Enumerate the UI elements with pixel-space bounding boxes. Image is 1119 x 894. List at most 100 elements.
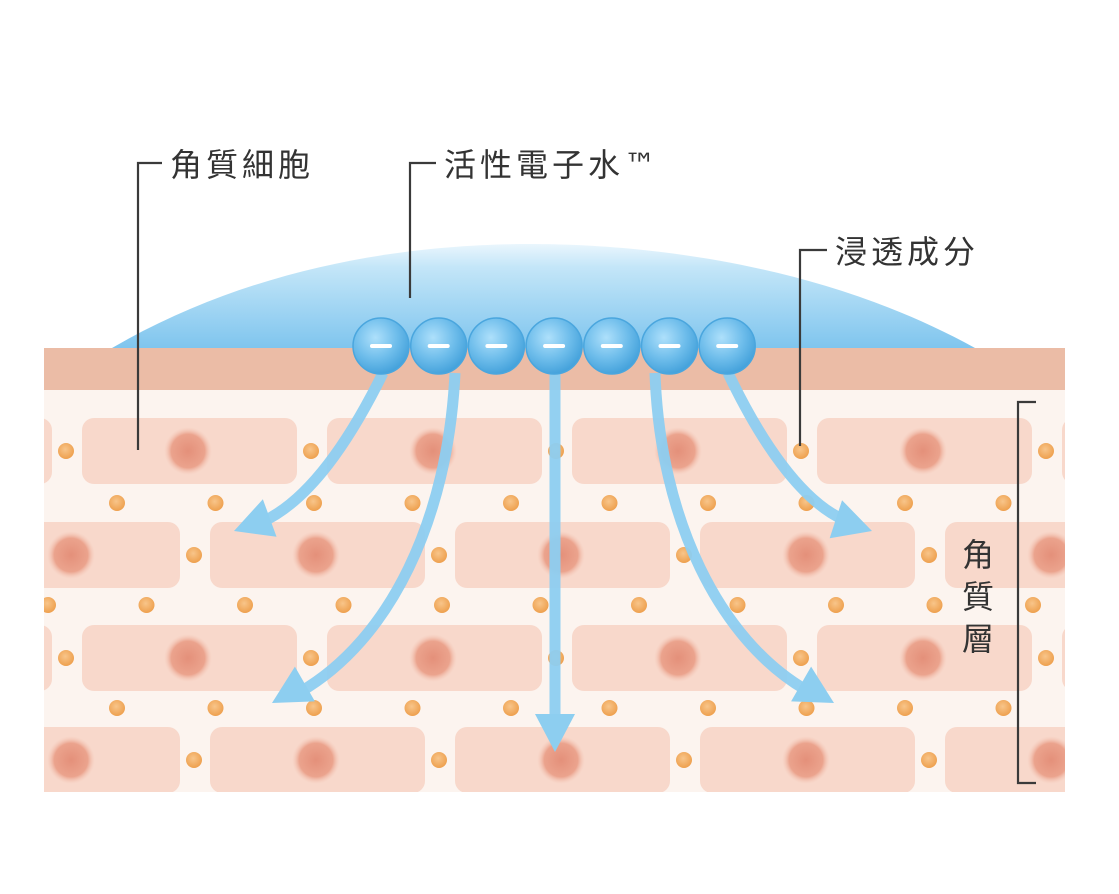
ingredient-dot xyxy=(138,597,155,613)
cell-nucleus xyxy=(782,736,830,784)
cell-nucleus xyxy=(1027,531,1065,579)
minus-sign xyxy=(658,344,681,348)
corneocyte-cell xyxy=(44,625,52,691)
minus-sign xyxy=(600,344,623,348)
ingredient-dot xyxy=(793,443,809,459)
penetration-arrow-icon xyxy=(723,370,872,539)
ingredient-dot xyxy=(601,495,618,511)
ingredient-dot xyxy=(897,495,913,511)
penetration-arrow-icon xyxy=(272,372,461,703)
ingredient-dot xyxy=(109,700,125,716)
corneocyte-cell xyxy=(44,727,180,792)
corneocyte-cell xyxy=(1062,629,1065,687)
cell-nucleus xyxy=(537,531,585,579)
label-stratum-corneum-2: 質 xyxy=(962,578,994,616)
cell-nucleus xyxy=(409,634,457,682)
ingredient-dot xyxy=(1038,650,1054,666)
ingredient-dot xyxy=(58,443,74,459)
cell-nucleus xyxy=(654,634,702,682)
ingredient-dot xyxy=(532,597,549,613)
leader-line-electron-water xyxy=(408,161,436,298)
ingredient-dot xyxy=(503,495,519,511)
penetration-arrow-icon xyxy=(234,370,388,537)
label-corneocyte: 角質細胞 xyxy=(170,146,314,184)
ingredient-dot xyxy=(798,700,815,716)
corneocyte-cell xyxy=(945,727,1065,792)
corneocyte-cell xyxy=(817,625,1032,691)
negative-charge-sphere-icon xyxy=(467,317,526,375)
negative-charge-sphere-icon xyxy=(409,317,468,375)
ingredient-dot xyxy=(303,443,319,459)
ingredient-dot xyxy=(1038,443,1054,459)
ingredient-dot xyxy=(306,700,322,716)
ingredient-dot xyxy=(921,752,937,768)
ingredient-dot xyxy=(207,495,224,511)
penetration-arrow-icon xyxy=(649,372,834,703)
corneocyte-cell xyxy=(82,418,297,484)
cell-nucleus xyxy=(537,736,585,784)
electron-particles xyxy=(352,317,756,375)
cell-nucleus xyxy=(164,634,212,682)
bracket-stratum-corneum xyxy=(1016,400,1036,785)
corneocyte-cell xyxy=(455,522,670,588)
corneocyte-cell xyxy=(700,522,915,588)
ingredient-dots xyxy=(44,443,1054,768)
ingredient-dot xyxy=(503,700,519,716)
ingredient-dot xyxy=(303,650,319,666)
corneocyte-cell xyxy=(210,522,425,588)
ingredient-dot xyxy=(676,752,692,768)
cell-nucleus xyxy=(292,736,340,784)
corneocyte-cells xyxy=(44,418,1065,792)
ingredient-dot xyxy=(58,650,74,666)
corneocyte-cell xyxy=(455,727,670,792)
corneocyte-cell xyxy=(82,625,297,691)
ingredient-dot xyxy=(897,700,913,716)
cell-nucleus xyxy=(899,634,947,682)
corneocyte-cell xyxy=(44,418,52,484)
ingredient-dot xyxy=(404,700,421,716)
ingredient-dot xyxy=(237,597,253,613)
penetration-arrow-icon xyxy=(535,373,575,752)
ingredient-dot xyxy=(404,495,421,511)
ingredient-dot xyxy=(700,495,716,511)
ingredient-dot xyxy=(431,547,447,563)
ingredient-dot xyxy=(186,547,202,563)
ingredient-dot xyxy=(601,700,618,716)
ingredient-dot xyxy=(921,547,937,563)
cell-nucleus xyxy=(782,531,830,579)
negative-charge-sphere-icon xyxy=(352,317,410,375)
electron-water-dome xyxy=(112,244,975,348)
negative-charge-sphere-icon xyxy=(698,317,756,375)
minus-sign xyxy=(543,344,566,348)
corneocyte-cell xyxy=(945,522,1065,588)
ingredient-dot xyxy=(700,700,716,716)
negative-charge-sphere-icon xyxy=(583,317,641,375)
ingredient-dot xyxy=(1025,597,1041,613)
cell-nucleus xyxy=(164,427,212,475)
cell-nucleus xyxy=(47,531,95,579)
cell-nucleus xyxy=(899,427,947,475)
ingredient-dot xyxy=(186,752,202,768)
label-penetrating-ingredient: 浸透成分 xyxy=(835,233,979,271)
minus-sign xyxy=(370,344,392,348)
ingredient-dot xyxy=(995,495,1012,511)
negative-charge-sphere-icon xyxy=(525,317,583,375)
minus-sign xyxy=(485,344,508,348)
ingredient-dot xyxy=(828,597,844,613)
corneocyte-cell xyxy=(44,522,180,588)
corneocyte-cell xyxy=(327,625,542,691)
corneocyte-cell xyxy=(210,727,425,792)
negative-charge-sphere-icon xyxy=(640,317,699,375)
leader-line-corneocyte xyxy=(136,161,162,450)
cell-nucleus xyxy=(292,531,340,579)
ingredient-dot xyxy=(109,495,125,511)
corneocyte-cell xyxy=(1062,422,1065,480)
ingredient-dot xyxy=(729,597,746,613)
corneocyte-cell xyxy=(572,625,787,691)
ingredient-dot xyxy=(207,700,224,716)
minus-sign xyxy=(716,344,739,348)
ingredient-dot xyxy=(926,597,943,613)
cell-nucleus xyxy=(1027,736,1065,784)
